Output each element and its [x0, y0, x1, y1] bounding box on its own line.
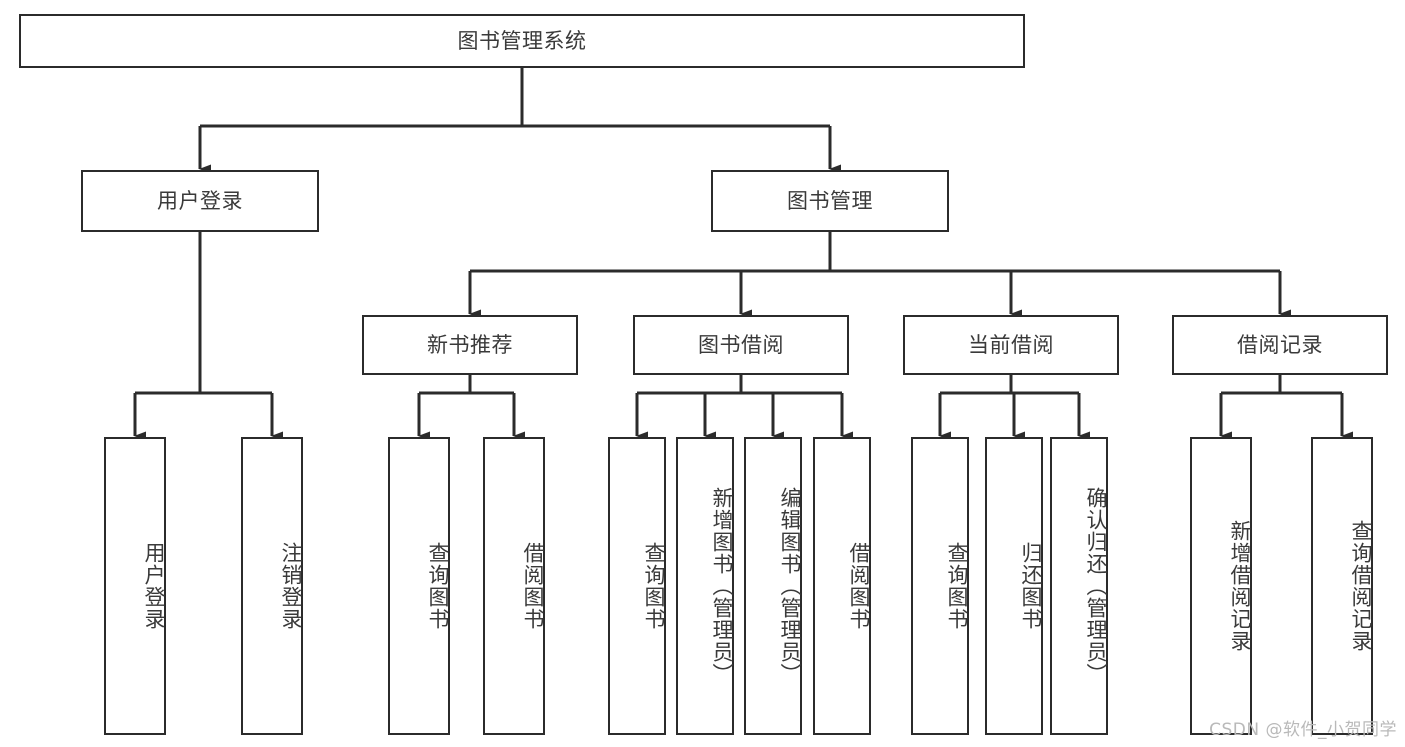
node-label: 用户登录 — [157, 188, 243, 213]
node-leaf-query-book-2[interactable]: 查询图书 — [608, 437, 666, 735]
node-label: 确认归还（管理员） — [1084, 487, 1108, 685]
csdn-watermark: CSDN @软件_小贺同学 — [1209, 720, 1397, 740]
node-label: 新书推荐 — [427, 332, 513, 357]
node-label: 新增借阅记录 — [1228, 520, 1252, 652]
node-leaf-query-book-3[interactable]: 查询图书 — [911, 437, 969, 735]
node-leaf-add-book[interactable]: 新增图书（管理员） — [676, 437, 734, 735]
node-leaf-borrow-book-2[interactable]: 借阅图书 — [813, 437, 871, 735]
node-label: 注销登录 — [279, 542, 303, 630]
node-leaf-borrow-book-1[interactable]: 借阅图书 — [483, 437, 545, 735]
node-root[interactable]: 图书管理系统 — [19, 14, 1025, 68]
node-label: 图书管理系统 — [457, 28, 587, 53]
node-borrow-record[interactable]: 借阅记录 — [1172, 315, 1388, 375]
node-label: 查询图书 — [426, 542, 450, 630]
node-label: 归还图书 — [1019, 542, 1043, 630]
node-label: 借阅记录 — [1237, 332, 1323, 357]
node-label: 查询图书 — [642, 542, 666, 630]
node-leaf-edit-book[interactable]: 编辑图书（管理员） — [744, 437, 802, 735]
node-label: 新增图书（管理员） — [710, 487, 734, 685]
node-label: 查询图书 — [945, 542, 969, 630]
node-leaf-return-book[interactable]: 归还图书 — [985, 437, 1043, 735]
node-book-manage[interactable]: 图书管理 — [711, 170, 949, 232]
node-label: 图书借阅 — [698, 332, 784, 357]
node-label: 图书管理 — [787, 188, 873, 213]
node-label: 编辑图书（管理员） — [778, 487, 802, 685]
node-label: 借阅图书 — [847, 542, 871, 630]
node-leaf-add-record[interactable]: 新增借阅记录 — [1190, 437, 1252, 735]
node-label: 当前借阅 — [968, 332, 1054, 357]
node-leaf-query-record[interactable]: 查询借阅记录 — [1311, 437, 1373, 735]
node-book-borrow[interactable]: 图书借阅 — [633, 315, 849, 375]
node-leaf-user-logout[interactable]: 注销登录 — [241, 437, 303, 735]
node-label: 用户登录 — [142, 542, 166, 630]
node-label: 借阅图书 — [521, 542, 545, 630]
node-leaf-confirm-return[interactable]: 确认归还（管理员） — [1050, 437, 1108, 735]
node-current-borrow[interactable]: 当前借阅 — [903, 315, 1119, 375]
node-label: 查询借阅记录 — [1349, 520, 1373, 652]
node-leaf-query-book-1[interactable]: 查询图书 — [388, 437, 450, 735]
node-leaf-user-login[interactable]: 用户登录 — [104, 437, 166, 735]
node-new-book-rec[interactable]: 新书推荐 — [362, 315, 578, 375]
node-user-login[interactable]: 用户登录 — [81, 170, 319, 232]
